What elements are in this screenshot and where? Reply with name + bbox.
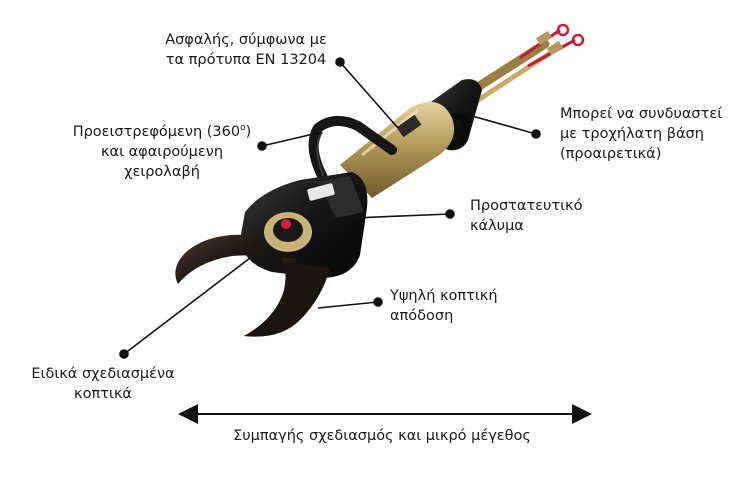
callout-mount-line-3: (προαιρετικά) — [560, 146, 662, 162]
callout-performance-line-1: Υψηλή κοπτική — [390, 288, 498, 304]
brass-cylinder — [340, 101, 455, 198]
callout-performance-line-2: απόδοση — [390, 308, 454, 324]
callout-safety: Ασφαλής, σύμφωνα με τα πρότυπα EN 13204 — [148, 30, 344, 70]
callout-handle-line-1: Προειστρεφόμενη (360o) — [72, 123, 252, 140]
callout-safety-line-2: τα πρότυπα EN 13204 — [165, 52, 327, 68]
callout-blades-line-2: κοπτικά — [74, 386, 132, 402]
callout-blades: Ειδικά σχεδιασμένα κοπτικά — [18, 364, 188, 404]
callout-safety-line-1: Ασφαλής, σύμφωνα με — [165, 32, 327, 48]
callout-cover-line-1: Προστατευτικό — [470, 198, 583, 214]
callout-mount-line-1: Μπορεί να συνδυαστεί — [560, 106, 723, 122]
degree-superscript: o — [240, 123, 246, 133]
callout-mount: Μπορεί να συνδυαστεί με τροχήλατη βάση (… — [560, 104, 740, 164]
callout-mount-line-2: με τροχήλατη βάση — [560, 126, 704, 142]
callout-handle: Προειστρεφόμενη (360o) και αφαιρούμενη χ… — [68, 118, 256, 182]
callout-pointers — [119, 57, 541, 359]
callout-cover: Προστατευτικό κάλυμα — [470, 196, 620, 236]
callout-performance: Υψηλή κοπτική απόδοση — [390, 286, 540, 326]
callout-blades-line-1: Ειδικά σχεδιασμένα — [31, 366, 175, 382]
callout-compact: Συμπαγής σχεδιασμός και μικρό μέγεθος — [233, 428, 531, 444]
cutter-head — [240, 172, 368, 278]
cutting-blades — [175, 234, 330, 337]
hydraulic-hoses — [465, 23, 585, 103]
callout-cover-line-2: κάλυμα — [470, 218, 524, 234]
callout-handle-line-3: χειρολαβή — [124, 163, 200, 180]
callout-handle-line-2: και αφαιρούμενη — [100, 143, 224, 160]
